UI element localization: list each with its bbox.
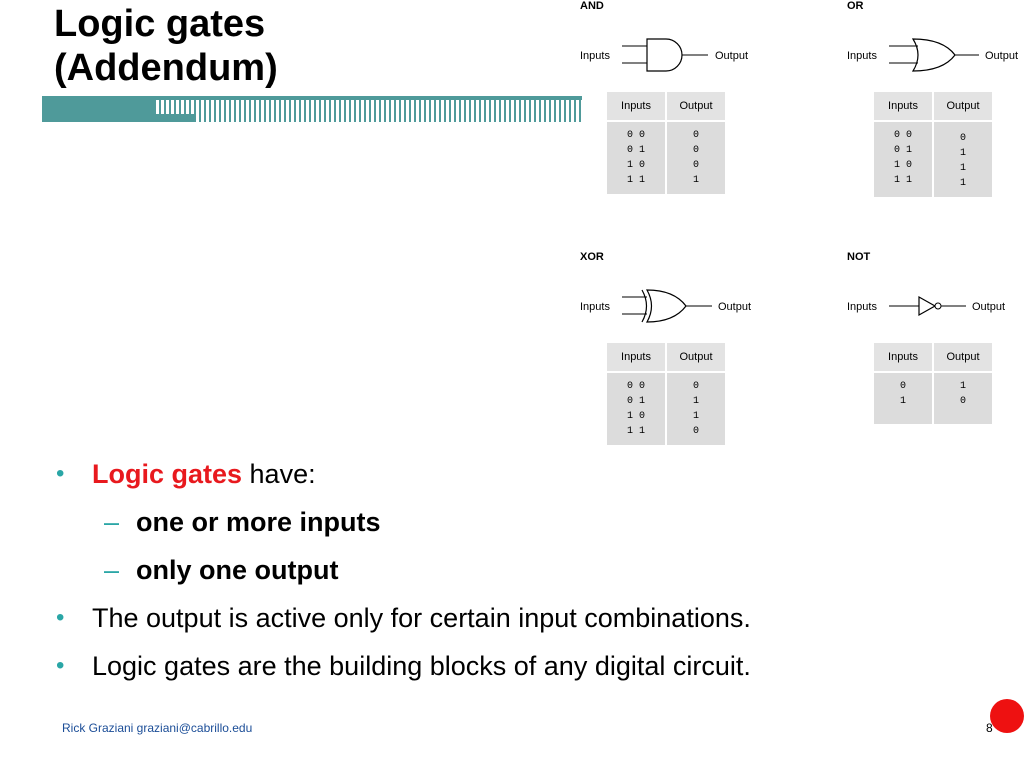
bullet-item: • The output is active only for certain … xyxy=(54,594,1014,642)
gate-inputs-label: Inputs xyxy=(580,50,610,62)
truth-table-header: Output xyxy=(666,92,725,122)
truth-table-cell: 1 xyxy=(899,396,906,407)
bullet-icon: • xyxy=(56,652,65,679)
truth-table-inputs: 0 0 0 1 1 0 1 1 xyxy=(874,121,934,197)
truth-table-outputs: 0 1 1 0 xyxy=(666,372,725,445)
truth-table-cell: 0 xyxy=(692,426,699,437)
truth-table-cell: 1 xyxy=(692,175,699,186)
truth-table-cell: 1 xyxy=(692,396,699,407)
and-gate-panel: AND Inputs Output Inputs Output 0 0 0 1 1 … xyxy=(580,0,780,210)
gate-name: NOT xyxy=(847,251,871,263)
gate-name: AND xyxy=(580,0,604,12)
truth-table-cell: 1 xyxy=(959,163,966,174)
sub-bullet-item: – one or more inputs xyxy=(54,498,1014,546)
gate-name: XOR xyxy=(580,251,604,263)
truth-table-cell: 1 1 xyxy=(893,175,912,186)
truth-table-cell: 1 1 xyxy=(626,175,645,186)
truth-table-cell: 0 0 xyxy=(893,130,912,141)
gate-output-label: Output xyxy=(972,301,1005,313)
truth-table-header: Output xyxy=(666,343,725,373)
xor-gate-panel: XOR Inputs Output Inputs Output 0 0 0 1 1 … xyxy=(580,251,780,461)
bullet-text: have: xyxy=(242,459,316,489)
or-gate-symbol-icon: Inputs Output xyxy=(847,38,1018,72)
title-bar-stripes xyxy=(154,96,582,122)
truth-table-cell: 0 xyxy=(692,160,699,171)
truth-table-cell: 1 xyxy=(959,381,966,392)
bullet-text: Logic gates are the building blocks of a… xyxy=(92,651,751,681)
bullet-item: • Logic gates are the building blocks of… xyxy=(54,642,1014,690)
bullet-item: • Logic gates have: xyxy=(54,450,1014,498)
presentation-pointer-dot xyxy=(990,699,1024,733)
gate-inputs-label: Inputs xyxy=(847,301,877,313)
slide-title-line2: (Addendum) xyxy=(54,47,278,89)
truth-table-inputs: 0 0 0 1 1 0 1 1 xyxy=(607,121,667,194)
footer-author: Rick Graziani graziani@cabrillo.edu xyxy=(62,721,253,735)
truth-table-cell: 0 0 xyxy=(626,381,645,392)
truth-table-cell: 0 1 xyxy=(626,145,645,156)
gate-inputs-label: Inputs xyxy=(580,301,610,313)
truth-table-cell: 0 xyxy=(899,381,906,392)
truth-table-cell: 0 1 xyxy=(626,396,645,407)
sub-bullet-text: only one output xyxy=(136,555,339,585)
sub-bullet-item: – only one output xyxy=(54,546,1014,594)
truth-table-header: Inputs xyxy=(607,92,667,122)
gate-output-label: Output xyxy=(985,50,1018,62)
truth-table-cell: 0 xyxy=(959,396,966,407)
truth-table-cell: 1 0 xyxy=(893,160,912,171)
truth-table-inputs: 0 0 0 1 1 0 1 1 xyxy=(607,372,667,445)
and-truth-table: Inputs Output 0 0 0 1 1 0 1 1 0 0 0 1 xyxy=(607,92,725,194)
truth-table-header: Inputs xyxy=(874,343,934,373)
gate-name: OR xyxy=(847,0,864,12)
dash-icon: – xyxy=(104,555,120,585)
bullet-list: • Logic gates have: – one or more inputs… xyxy=(54,450,1014,690)
slide-title: Logic gates (Addendum) xyxy=(54,2,574,90)
truth-table-cell: 0 1 xyxy=(893,145,912,156)
and-gate-symbol-icon: Inputs Output xyxy=(580,38,748,72)
truth-table-cell: 1 0 xyxy=(626,411,645,422)
truth-table-cell: 0 0 xyxy=(626,130,645,141)
bullet-icon: • xyxy=(56,604,65,631)
title-bar-fade xyxy=(154,114,194,122)
xor-gate-symbol-icon: Inputs Output xyxy=(580,289,751,323)
gate-inputs-label: Inputs xyxy=(847,50,877,62)
truth-table-cell: 1 xyxy=(692,411,699,422)
gate-output-label: Output xyxy=(715,50,748,62)
truth-table-cell: 0 xyxy=(959,133,966,144)
page-number: 8 xyxy=(986,721,993,735)
bullet-icon: • xyxy=(56,460,65,487)
xor-truth-table: Inputs Output 0 0 0 1 1 0 1 1 0 1 1 0 xyxy=(607,343,725,445)
truth-table-cell: 0 xyxy=(692,381,699,392)
truth-table-header: Output xyxy=(933,343,992,373)
slide-title-line1: Logic gates xyxy=(54,3,266,45)
sub-bullet-text: one or more inputs xyxy=(136,507,381,537)
bullet-text: The output is active only for certain in… xyxy=(92,603,751,633)
truth-table-cell: 1 xyxy=(959,148,966,159)
truth-table-outputs: 0 1 1 1 xyxy=(933,121,992,197)
truth-table-cell: 1 1 xyxy=(626,426,645,437)
truth-table-header: Inputs xyxy=(607,343,667,373)
truth-table-cell: 0 xyxy=(692,145,699,156)
truth-table-cell: 1 0 xyxy=(626,160,645,171)
truth-table-cell: 0 xyxy=(692,130,699,141)
truth-table-header: Output xyxy=(933,92,992,122)
or-truth-table: Inputs Output 0 0 0 1 1 0 1 1 0 1 1 1 xyxy=(874,92,992,197)
truth-table-cell: 1 xyxy=(959,178,966,189)
not-gate-symbol-icon: Inputs Output xyxy=(847,295,1005,317)
dash-icon: – xyxy=(104,507,120,537)
truth-table-header: Inputs xyxy=(874,92,934,122)
or-gate-panel: OR Inputs Output Inputs Output 0 0 0 1 1 0… xyxy=(847,0,1024,210)
title-decoration-bar xyxy=(42,96,582,122)
truth-table-outputs: 0 0 0 1 xyxy=(666,121,725,194)
gate-output-label: Output xyxy=(718,301,751,313)
title-bar-solid xyxy=(42,96,154,122)
bullet-highlight-text: Logic gates xyxy=(92,459,243,489)
